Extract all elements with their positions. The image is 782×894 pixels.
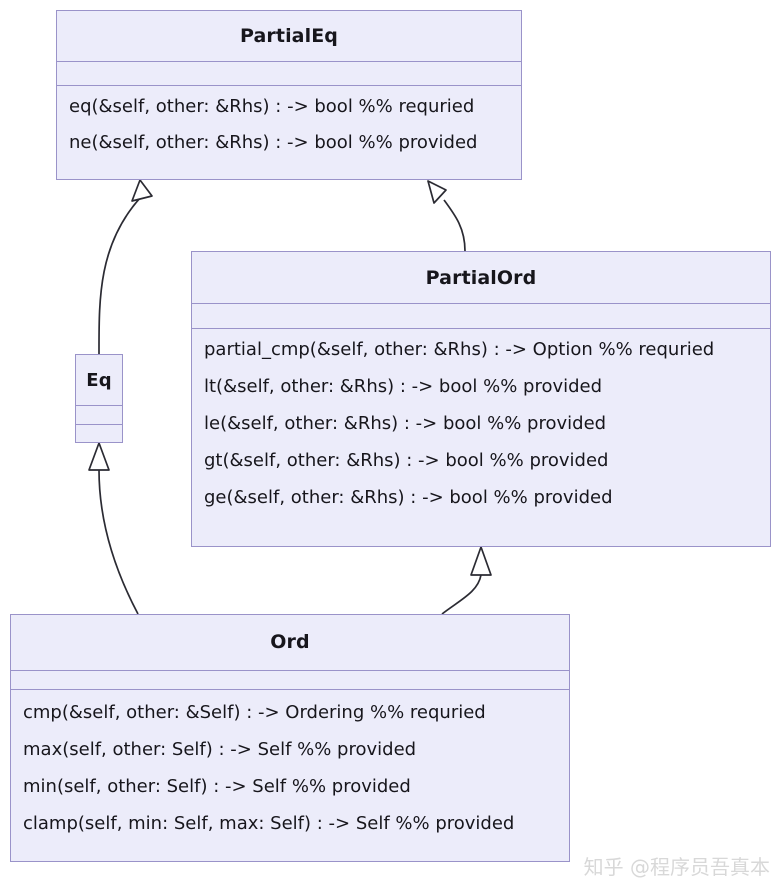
method-row: max(self, other: Self) : -> Self %% prov… bbox=[23, 739, 417, 760]
method-row: ne(&self, other: &Rhs) : -> bool %% prov… bbox=[69, 132, 478, 153]
uml-class-partialord[interactable]: PartialOrd partial_cmp(&self, other: &Rh… bbox=[191, 251, 771, 547]
method-row: ge(&self, other: &Rhs) : -> bool %% prov… bbox=[204, 487, 613, 508]
compartment-divider bbox=[57, 60, 521, 62]
methods-compartment-partialeq: eq(&self, other: &Rhs) : -> bool %% requ… bbox=[57, 86, 521, 179]
compartment-divider bbox=[11, 669, 569, 671]
edge-partialord-to-partialeq bbox=[427, 180, 466, 252]
class-name-partialeq: PartialEq bbox=[239, 24, 338, 47]
method-row: partial_cmp(&self, other: &Rhs) : -> Opt… bbox=[204, 339, 715, 360]
attributes-compartment-ord bbox=[11, 671, 569, 690]
compartment-divider bbox=[192, 303, 770, 304]
method-row: cmp(&self, other: &Self) : -> Ordering %… bbox=[23, 702, 486, 723]
attributes-compartment-partialeq bbox=[57, 62, 521, 85]
compartment-divider bbox=[11, 689, 569, 690]
compartment-divider bbox=[76, 424, 122, 425]
method-row: eq(&self, other: &Rhs) : -> bool %% requ… bbox=[69, 96, 475, 117]
method-row: le(&self, other: &Rhs) : -> bool %% prov… bbox=[204, 413, 607, 434]
methods-compartment-partialord: partial_cmp(&self, other: &Rhs) : -> Opt… bbox=[192, 329, 770, 546]
edge-ord-to-eq bbox=[88, 442, 139, 615]
methods-compartment-eq bbox=[76, 425, 122, 442]
method-row: lt(&self, other: &Rhs) : -> bool %% prov… bbox=[204, 376, 603, 397]
uml-class-ord[interactable]: Ord cmp(&self, other: &Self) : -> Orderi… bbox=[10, 614, 570, 862]
attributes-compartment-eq bbox=[76, 406, 122, 424]
compartment-divider bbox=[76, 405, 122, 406]
methods-compartment-ord: cmp(&self, other: &Self) : -> Ordering %… bbox=[11, 690, 569, 861]
uml-class-partialeq[interactable]: PartialEq eq(&self, other: &Rhs) : -> bo… bbox=[56, 10, 522, 180]
method-row: min(self, other: Self) : -> Self %% prov… bbox=[23, 776, 411, 797]
class-name-eq: Eq bbox=[86, 369, 112, 391]
attributes-compartment-partialord bbox=[192, 304, 770, 328]
class-name-ord: Ord bbox=[270, 631, 310, 654]
class-name-partialord: PartialOrd bbox=[425, 266, 537, 289]
edge-ord-to-partialord bbox=[441, 546, 492, 615]
edge-eq-to-partialeq bbox=[98, 179, 153, 355]
compartment-divider bbox=[192, 328, 770, 329]
method-row: gt(&self, other: &Rhs) : -> bool %% prov… bbox=[204, 450, 609, 471]
uml-class-eq[interactable]: Eq bbox=[75, 354, 123, 443]
watermark-text: 知乎 @程序员吾真本 bbox=[583, 855, 770, 879]
compartment-divider bbox=[57, 85, 521, 86]
method-row: clamp(self, min: Self, max: Self) : -> S… bbox=[23, 813, 515, 834]
